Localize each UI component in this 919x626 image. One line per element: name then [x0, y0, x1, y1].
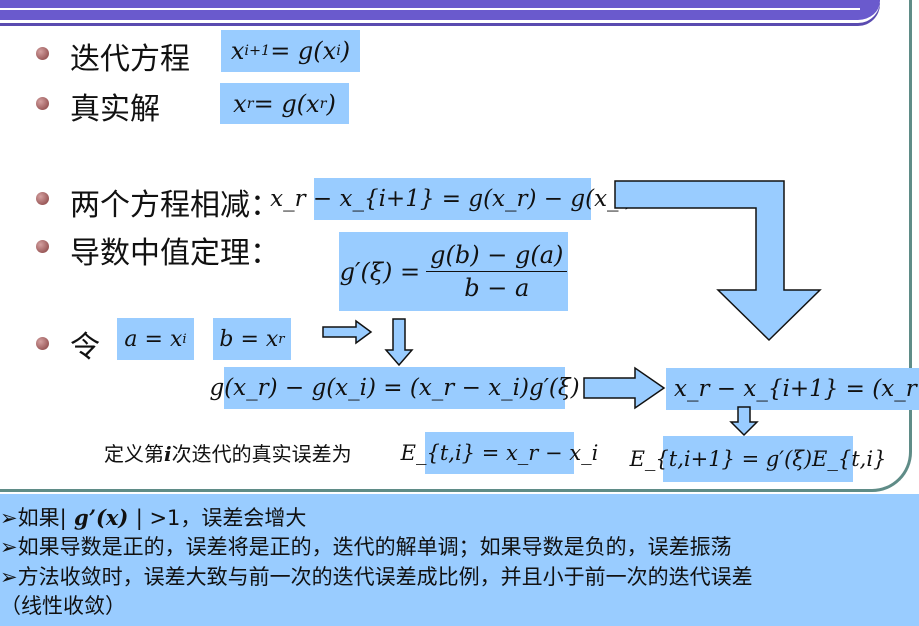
eq-b-lhs: b = x — [219, 326, 279, 352]
mvt-fraction: g(b) − g(a) b − a — [426, 241, 568, 302]
summary-line-1: ➢如果| g’(x) | >1，误差会增大 — [0, 502, 306, 532]
arrow-right-large-icon — [583, 366, 666, 410]
equation-mvt: g′(ξ) = g(b) − g(a) b − a — [339, 232, 568, 311]
note-var: i — [164, 442, 172, 466]
summary-line-4: （线性收敛） — [0, 594, 126, 618]
bullet-dot — [36, 240, 49, 253]
note-suffix: 次迭代的真实误差为 — [171, 442, 352, 466]
eq-a-lhs: a = x — [124, 326, 183, 352]
line1-suffix: | >1，误差会增大 — [135, 506, 307, 530]
bullet-label-true-solution: 真实解 — [70, 92, 160, 127]
summary-panel: ➢如果| g’(x) | >1，误差会增大 ➢如果导数是正的，误差将是正的，迭代… — [0, 494, 919, 626]
note-prefix: 定义第 — [104, 442, 164, 466]
mvt-lhs: g′(ξ) = — [339, 257, 421, 286]
bullet-label-mvt: 导数中值定理： — [70, 236, 280, 271]
eq-var: x — [233, 89, 247, 118]
line1-expr: g’(x) — [66, 505, 136, 530]
bullet-label-iteration: 迭代方程 — [70, 42, 190, 77]
line1-prefix: ➢如果| — [0, 506, 67, 530]
arrow-right-small-icon — [322, 319, 373, 345]
eq-a-sub: i — [182, 331, 187, 347]
equation-subtract: x_r − x_{i+1} = g(x_r) − g(x_i) — [270, 178, 635, 220]
error-definition-label: 定义第i次迭代的真实误差为 — [104, 438, 352, 467]
summary-line-3: ➢方法收敛时，误差大致与前一次的迭代误差成比例，并且小于前一次的迭代误差 — [0, 565, 753, 589]
eq-close: ) — [326, 89, 336, 118]
mvt-numerator: g(b) − g(a) — [426, 241, 568, 272]
arrow-down-error-icon — [729, 406, 759, 437]
bullet-dot — [36, 337, 49, 350]
eq-sub: r — [246, 95, 254, 112]
eq-sub2: i — [336, 43, 341, 59]
eq-close: ) — [340, 37, 351, 65]
bullet-label-subtract: 两个方程相减： — [70, 188, 280, 223]
title-bar-stripe — [0, 8, 860, 10]
bullet-dot — [36, 192, 49, 205]
arrow-down-small-icon — [384, 318, 414, 367]
summary-line-2: ➢如果导数是正的，误差将是正的，迭代的解单调；如果导数是负的，误差振荡 — [0, 535, 732, 559]
equation-difference: g(x_r) − g(x_i) = (x_r − x_i)g′(ξ) — [209, 367, 580, 409]
eq-var: x — [230, 37, 245, 65]
eq-rest: = g(x — [270, 37, 337, 65]
equation-result: x_r − x_{i+1} = (x_r − x_i)g′( — [666, 368, 919, 410]
slide-frame — [0, 0, 912, 492]
eq-sub: i+1 — [244, 43, 271, 59]
equation-error-next: E_{t,i+1} = g′(ξ)E_{t,i} — [630, 436, 886, 482]
arrow-bend-down-icon — [614, 180, 822, 342]
title-bar — [0, 0, 880, 23]
mvt-denominator: b − a — [464, 274, 530, 302]
equation-error-definition: E_{t,i} = x_r − x_i — [401, 432, 598, 474]
bullet-dot — [36, 47, 49, 60]
eq-b-sub: r — [278, 331, 285, 347]
eq-rest: = g(x — [253, 89, 320, 118]
bullet-label-let: 令 — [70, 330, 100, 365]
bullet-dot — [36, 97, 49, 110]
eq-sub2: r — [319, 95, 327, 112]
